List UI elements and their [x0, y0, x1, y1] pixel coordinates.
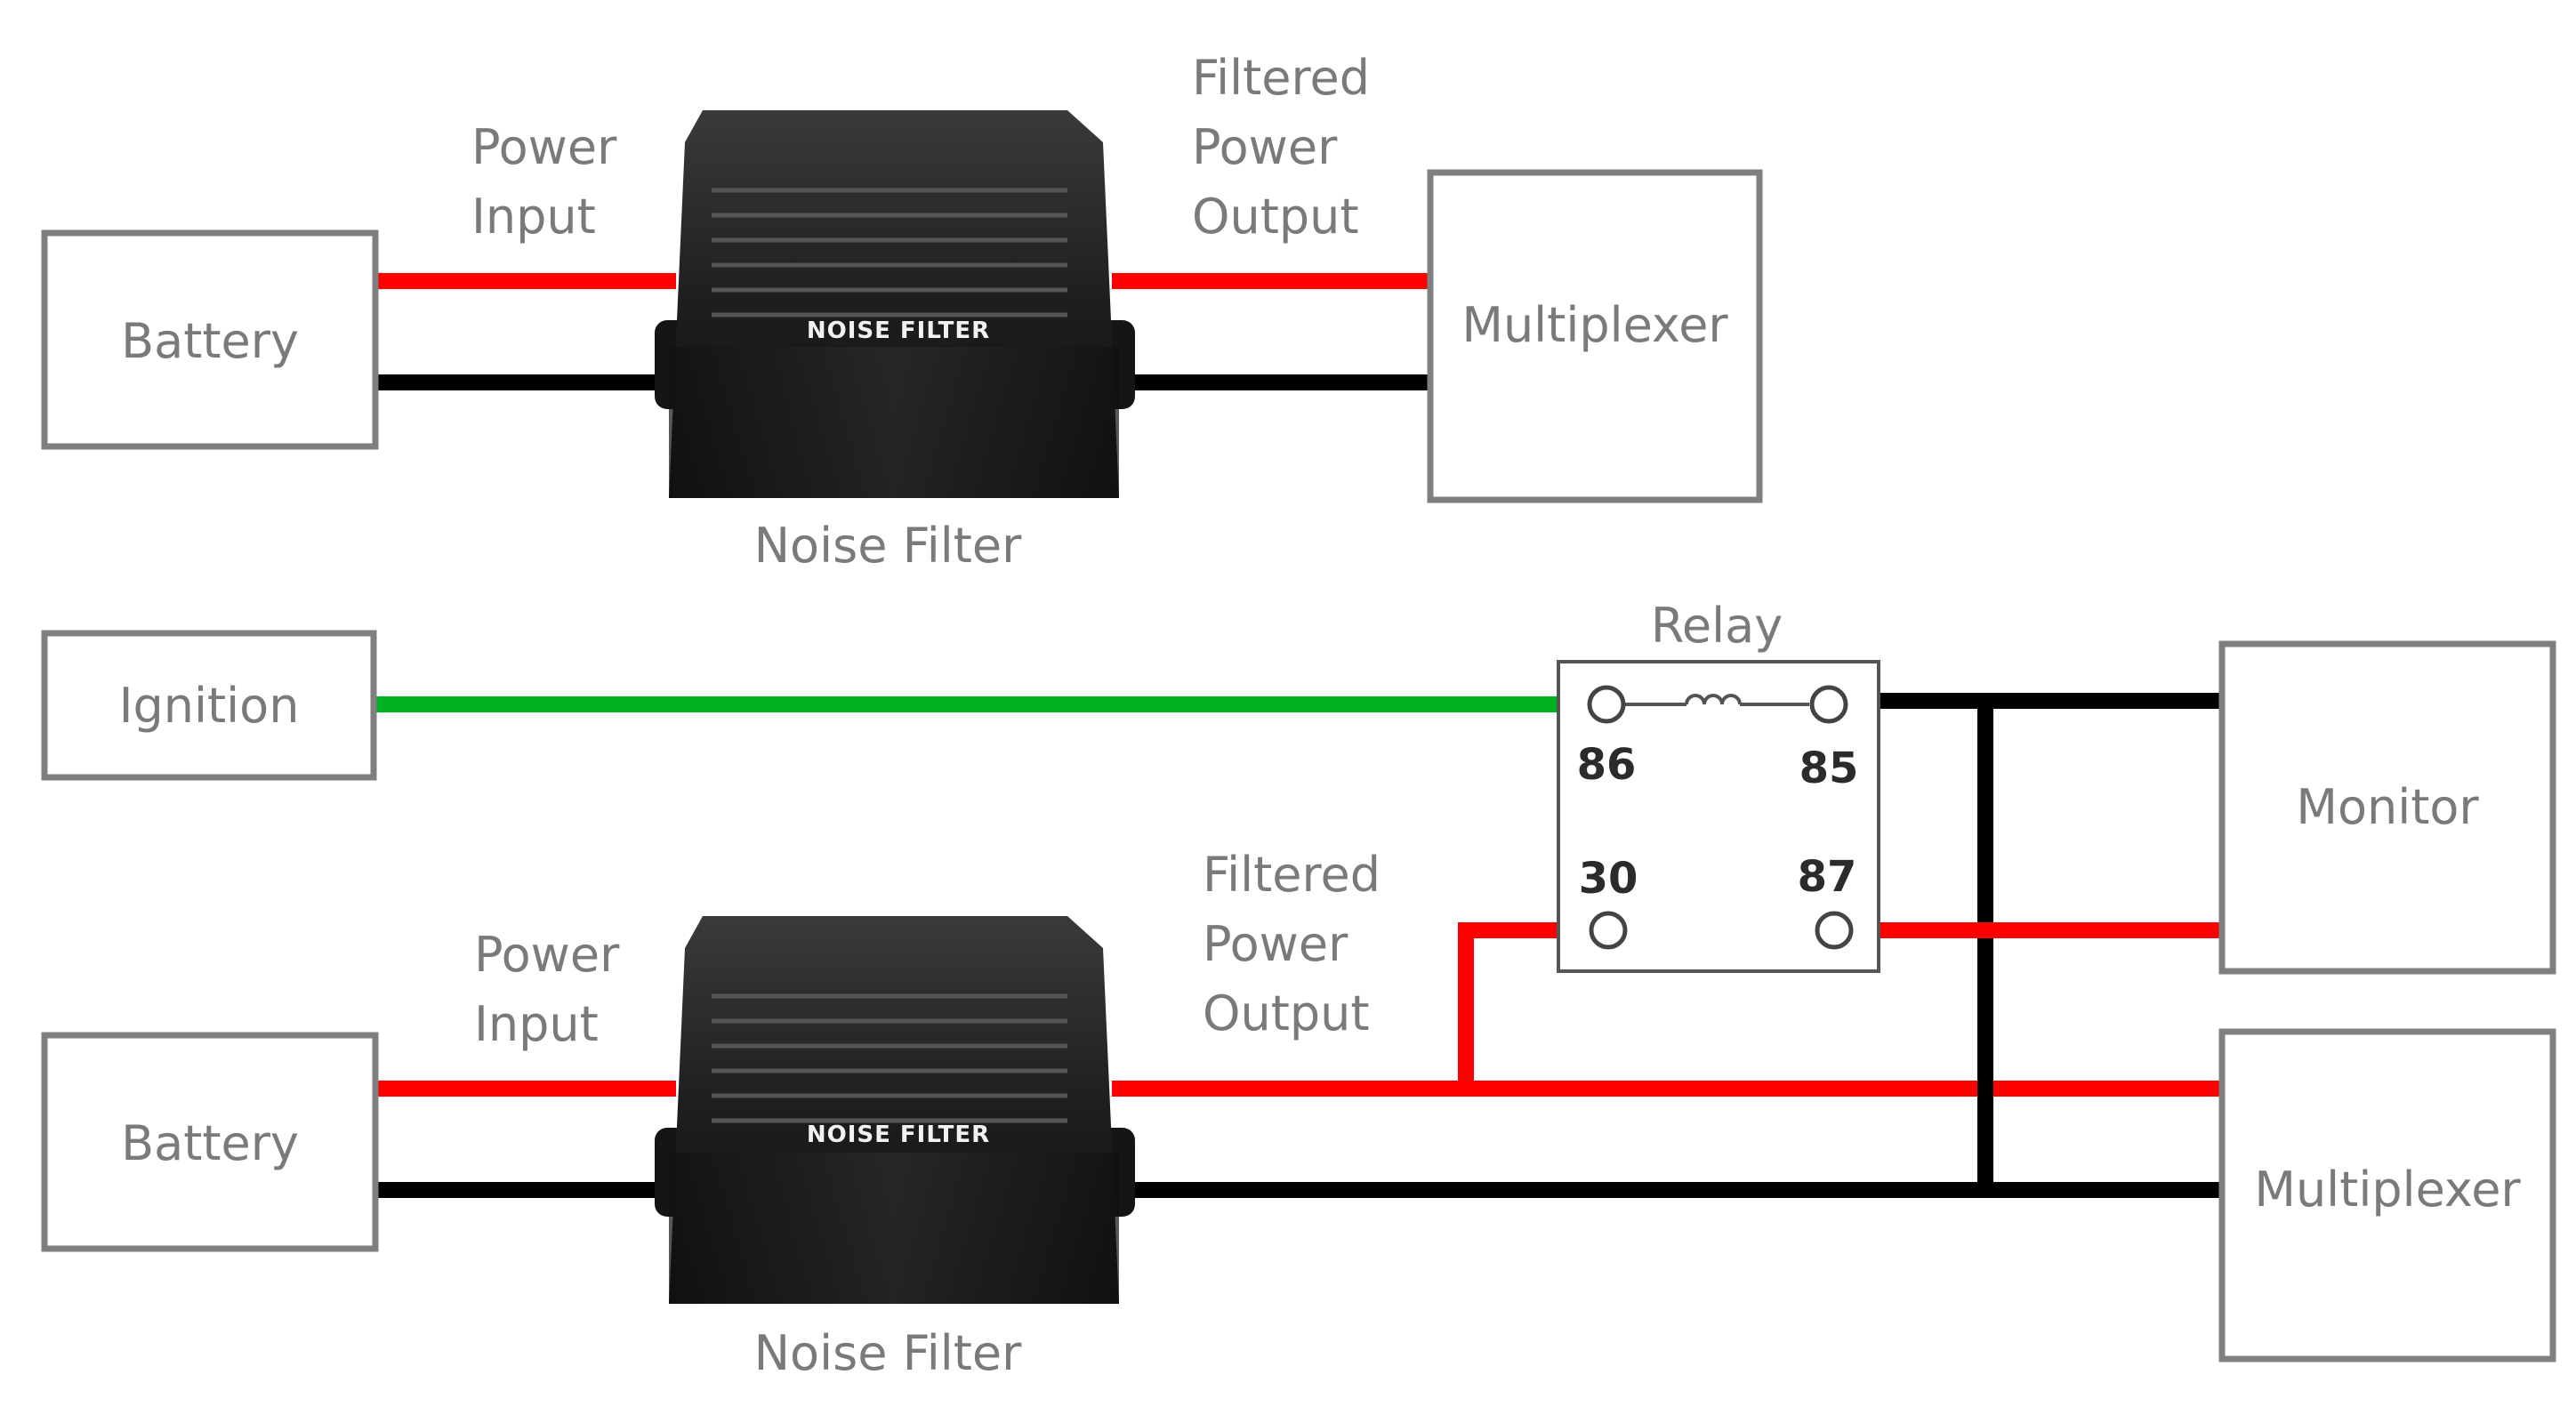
relay-label: Relay: [1651, 598, 1783, 654]
top-filter-device-label: NOISE FILTER: [807, 318, 990, 344]
relay-pin-85-terminal: [1809, 685, 1848, 724]
top-power-input-label-1: Power: [471, 119, 617, 175]
bottom-multiplexer-box: [2218, 1028, 2556, 1363]
bottom-power-input-label-1: Power: [474, 927, 620, 983]
bottom-filtered-output-label-1: Filtered: [1203, 847, 1381, 903]
relay-30-feed-wire: [1458, 922, 1590, 1089]
bottom-battery-label: Battery: [121, 1115, 299, 1171]
bottom-battery-box: [41, 1032, 379, 1252]
top-noise-filter-caption: Noise Filter: [754, 518, 1022, 574]
top-power-input-label-2: Input: [471, 189, 596, 245]
relay-pin-30-terminal: [1589, 911, 1628, 950]
top-multiplexer-label: Multiplexer: [1461, 297, 1728, 353]
relay-coil-icon: [1685, 694, 1742, 705]
top-filtered-output-label-3: Output: [1192, 189, 1359, 245]
bottom-circuit: Ignition Relay 86 85 30 87 Monitor Batte…: [41, 598, 2556, 1381]
bottom-filtered-output-label-3: Output: [1203, 985, 1370, 1041]
top-circuit: Battery Power Input NOISE FILTER Noise F…: [41, 50, 1763, 574]
relay-pin-86-label: 86: [1577, 740, 1637, 790]
relay-pin-86-terminal: [1587, 685, 1626, 724]
bottom-noise-filter-caption: Noise Filter: [754, 1325, 1022, 1381]
top-battery-box: [41, 229, 379, 450]
top-battery-label: Battery: [121, 313, 299, 369]
bottom-filtered-output-label-2: Power: [1203, 916, 1348, 972]
bottom-noise-filter-device: NOISE FILTER: [655, 916, 1135, 1304]
bottom-power-input-label-2: Input: [474, 996, 599, 1052]
top-filtered-output-label-1: Filtered: [1192, 50, 1370, 106]
ignition-label: Ignition: [119, 678, 300, 734]
bottom-filter-device-label: NOISE FILTER: [807, 1122, 990, 1148]
monitor-label: Monitor: [2296, 779, 2479, 835]
top-noise-filter-device: NOISE FILTER: [655, 110, 1135, 498]
bottom-multiplexer-label: Multiplexer: [2254, 1162, 2521, 1218]
relay-pin-85-label: 85: [1799, 744, 1859, 793]
ignition-box: [41, 630, 377, 781]
relay-pin-30-label: 30: [1579, 854, 1638, 904]
monitor-box: [2218, 640, 2556, 975]
relay-pin-87-terminal: [1815, 911, 1854, 950]
top-multiplexer-box: [1427, 169, 1763, 503]
relay-pin-87-label: 87: [1798, 852, 1857, 902]
top-filtered-output-label-2: Power: [1192, 119, 1338, 175]
